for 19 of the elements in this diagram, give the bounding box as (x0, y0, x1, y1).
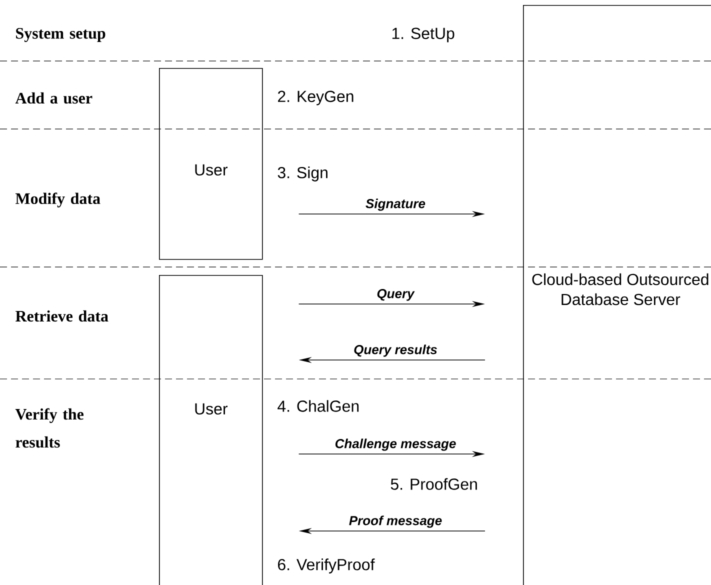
step-label: 2. KeyGen (278, 90, 354, 106)
edge-label: Query (377, 289, 415, 301)
edge-label: Signature (366, 198, 426, 211)
row-label: Add a user (15, 92, 92, 104)
edge-label: Query results (354, 344, 437, 357)
row-label: Verify the results (15, 408, 84, 448)
step-label: 3. Sign (278, 166, 328, 182)
step-label: 5. ProofGen (390, 478, 477, 490)
server-box: Cloud-based Outsourced Database Server (523, 5, 711, 585)
step-label: 1. SetUp (392, 28, 454, 42)
row-label: Modify data (15, 192, 100, 208)
row-label: System setup (16, 28, 106, 42)
edge-label: Challenge message (335, 438, 456, 451)
edge-label: Proof message (349, 516, 442, 528)
step-label: 6. VerifyProof (278, 558, 375, 574)
step-label: 4. ChalGen (278, 400, 359, 412)
row-label: Retrieve data (15, 310, 108, 322)
user-box: User (159, 275, 263, 585)
user-box: User (159, 68, 263, 260)
